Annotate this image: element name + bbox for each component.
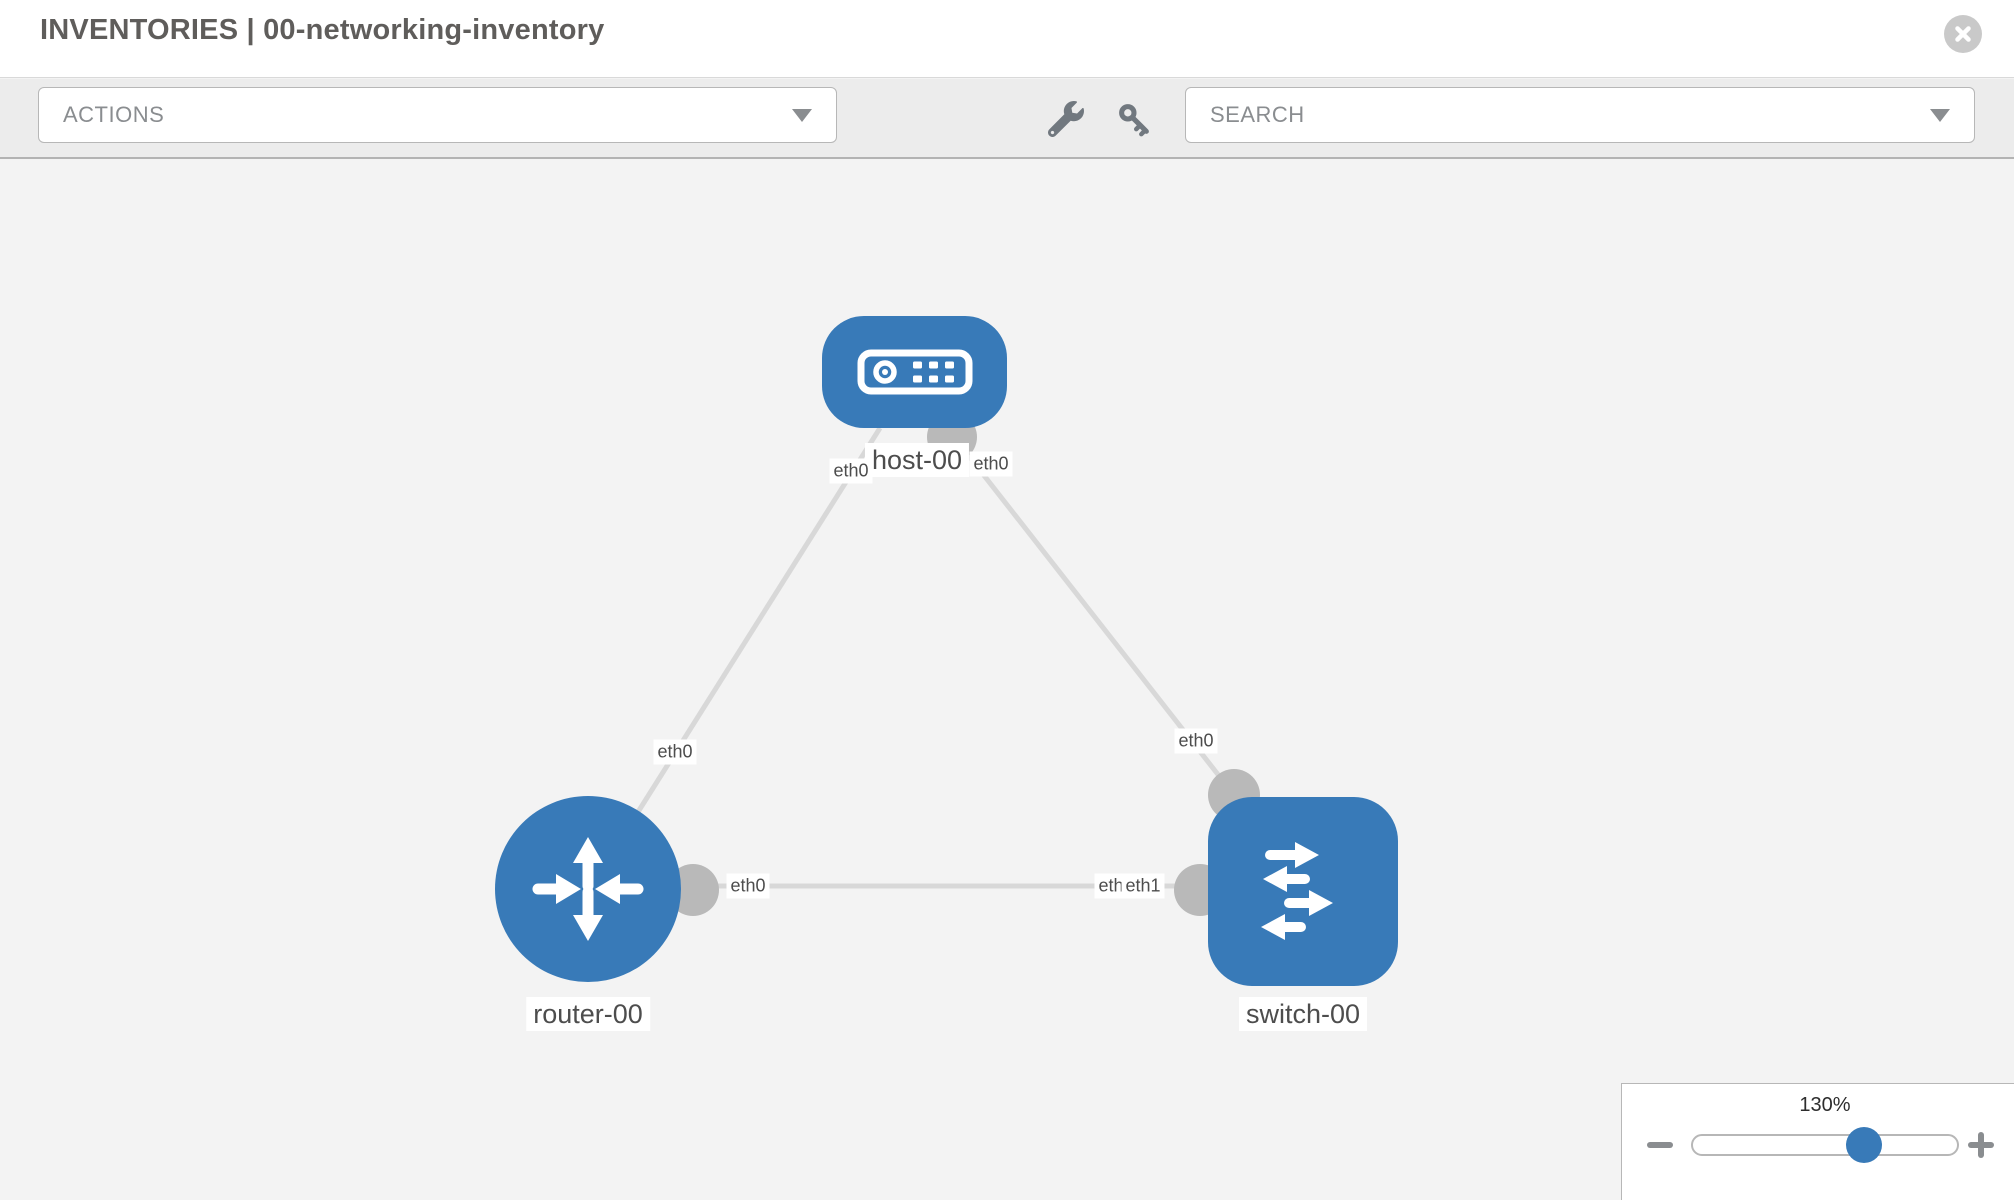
node-host-00[interactable] (822, 316, 1007, 428)
node-label-router-00: router-00 (526, 997, 650, 1031)
zoom-control-panel: 130% (1621, 1083, 2014, 1200)
interface-label-router-port-eth0: eth0 (726, 873, 770, 899)
zoom-slider-track[interactable] (1691, 1134, 1959, 1156)
search-placeholder: SEARCH (1210, 102, 1305, 127)
close-icon (1955, 26, 1971, 42)
interface-label-switch-port-eth1: eth1 (1121, 873, 1165, 899)
wrench-icon[interactable] (1048, 101, 1084, 137)
interface-label-host-eth0-right: eth0 (969, 451, 1013, 477)
search-dropdown[interactable]: SEARCH (1185, 87, 1975, 143)
node-router-00[interactable] (495, 796, 681, 982)
switch-icon (1261, 841, 1333, 940)
interface-label-switch-link-eth0: eth0 (1174, 728, 1218, 754)
node-switch-00[interactable] (1208, 797, 1398, 986)
close-button[interactable] (1944, 15, 1982, 53)
page-title: INVENTORIES | 00-networking-inventory (40, 14, 605, 46)
key-icon[interactable] (1116, 101, 1152, 137)
topology-canvas[interactable]: host-00 router-00 switch-00 eth0 eth0 et… (0, 161, 2014, 1200)
host-icon (857, 349, 972, 395)
toolbar: ACTIONS SEARCH (0, 79, 2014, 159)
node-label-host-00: host-00 (864, 443, 970, 477)
node-label-switch-00: switch-00 (1238, 997, 1368, 1031)
actions-dropdown[interactable]: ACTIONS (38, 87, 837, 143)
interface-label-host-eth0-left: eth0 (829, 458, 873, 484)
zoom-slider-handle[interactable] (1846, 1127, 1882, 1163)
actions-dropdown-label: ACTIONS (63, 102, 165, 127)
router-icon (532, 837, 644, 941)
caret-down-icon (1930, 108, 1950, 122)
page-header: INVENTORIES | 00-networking-inventory (0, 0, 2014, 78)
interface-label-router-link-eth0: eth0 (653, 739, 697, 765)
zoom-in-button[interactable] (1966, 1130, 1996, 1160)
caret-down-icon (792, 108, 812, 122)
topology-links-layer (635, 412, 1260, 916)
zoom-level-value: 130% (1799, 1094, 1851, 1116)
zoom-out-button[interactable] (1645, 1130, 1675, 1160)
